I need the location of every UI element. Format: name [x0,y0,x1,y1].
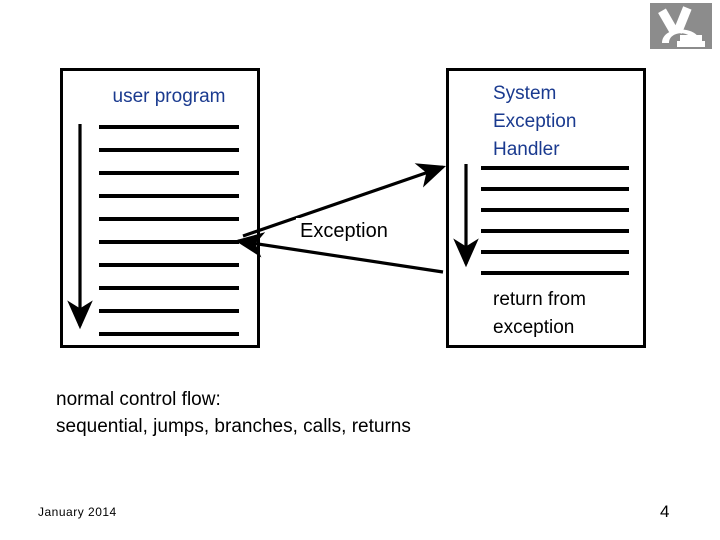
code-line [99,171,239,175]
system-exception-handler-box: System Exception Handler return from exc… [446,68,646,348]
user-program-title: user program [112,86,226,107]
code-line [481,250,629,254]
code-line [99,125,239,129]
microscope-logo [650,3,712,49]
code-line [99,217,239,221]
code-line [99,148,239,152]
code-line [99,194,239,198]
code-line [99,332,239,336]
code-line [99,240,239,244]
code-line [481,271,629,275]
user-program-box: user program [60,68,260,348]
code-line [481,229,629,233]
return-from-exception-label: return from exception [493,289,586,338]
exception-label: Exception [296,218,392,244]
footer-date: January 2014 [38,505,117,519]
code-line [481,208,629,212]
code-line [481,166,629,170]
return-to-user-program-arrow [234,232,444,274]
footer-page-number: 4 [660,502,670,521]
code-line [99,263,239,267]
code-line [481,187,629,191]
microscope-logo-glyph [658,6,705,47]
code-line [99,286,239,290]
normal-control-flow-caption: normal control flow: sequential, jumps, … [56,389,411,437]
system-exception-handler-title: System Exception Handler [493,83,577,160]
code-line [99,309,239,313]
